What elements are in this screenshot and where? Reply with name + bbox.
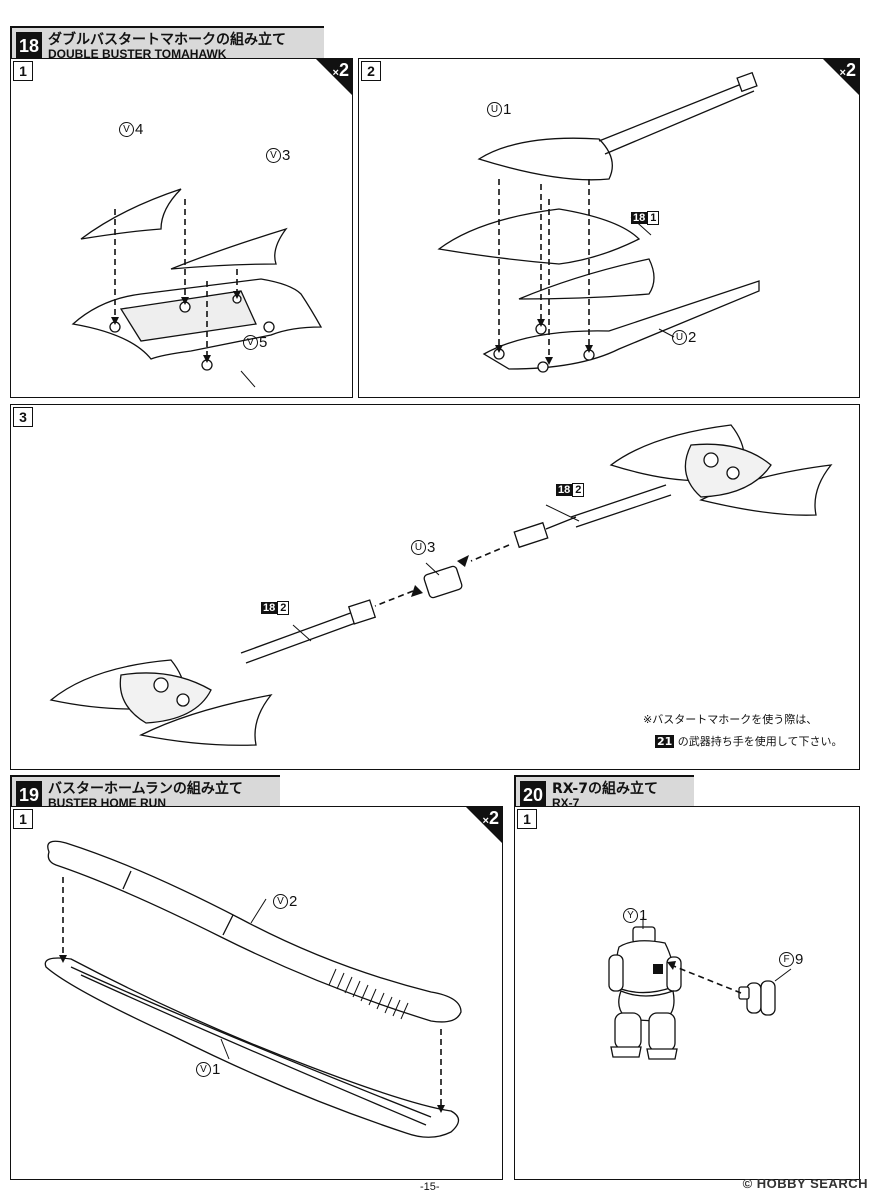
section-number: 19	[16, 781, 42, 809]
axe-shaft-assembly-drawing	[437, 71, 760, 373]
section-18-header: 18 ダブルバスタートマホークの組み立て DOUBLE BUSTER TOMAH…	[10, 26, 324, 64]
section-title-jp: バスターホームランの組み立て	[48, 781, 243, 797]
rx7-robot-assembly-drawing	[608, 917, 792, 1060]
section-number: 20	[520, 781, 546, 809]
step-number: 1	[517, 809, 537, 829]
baseball-bat-assembly-drawing	[44, 840, 462, 1138]
usage-note-line2: の武器持ち手を使用して下さい。	[674, 735, 843, 748]
usage-note-ref: 21	[655, 735, 675, 748]
step-number: 2	[361, 61, 381, 81]
multiplier-label: ×2	[332, 60, 349, 80]
multiplier-badge	[316, 59, 352, 95]
page-number: -15-	[420, 1181, 440, 1193]
step-number: 1	[13, 61, 33, 81]
multiplier-badge	[466, 807, 502, 843]
double-tomahawk-joining-drawing	[49, 424, 833, 746]
multiplier-label: ×2	[482, 808, 499, 828]
step-18-3: 3	[10, 404, 860, 770]
section-title-jp: ダブルバスタートマホークの組み立て	[48, 32, 286, 48]
section-title-en: DOUBLE BUSTER TOMAHAWK	[48, 47, 227, 61]
axe-head-assembly-drawing	[71, 188, 323, 388]
section-number: 18	[16, 32, 42, 60]
usage-note: ※バスタートマホークを使う際は、 21 の武器持ち手を使用して下さい。	[643, 711, 842, 749]
step-number: 3	[13, 407, 33, 427]
usage-note-line1: ※バスタートマホークを使う際は、	[643, 713, 818, 726]
multiplier-label: ×2	[839, 60, 856, 80]
section-title-jp: RX-7の組み立て	[552, 781, 658, 797]
watermark: © HOBBY SEARCH	[742, 1176, 868, 1191]
multiplier-badge	[823, 59, 859, 95]
step-number: 1	[13, 809, 33, 829]
